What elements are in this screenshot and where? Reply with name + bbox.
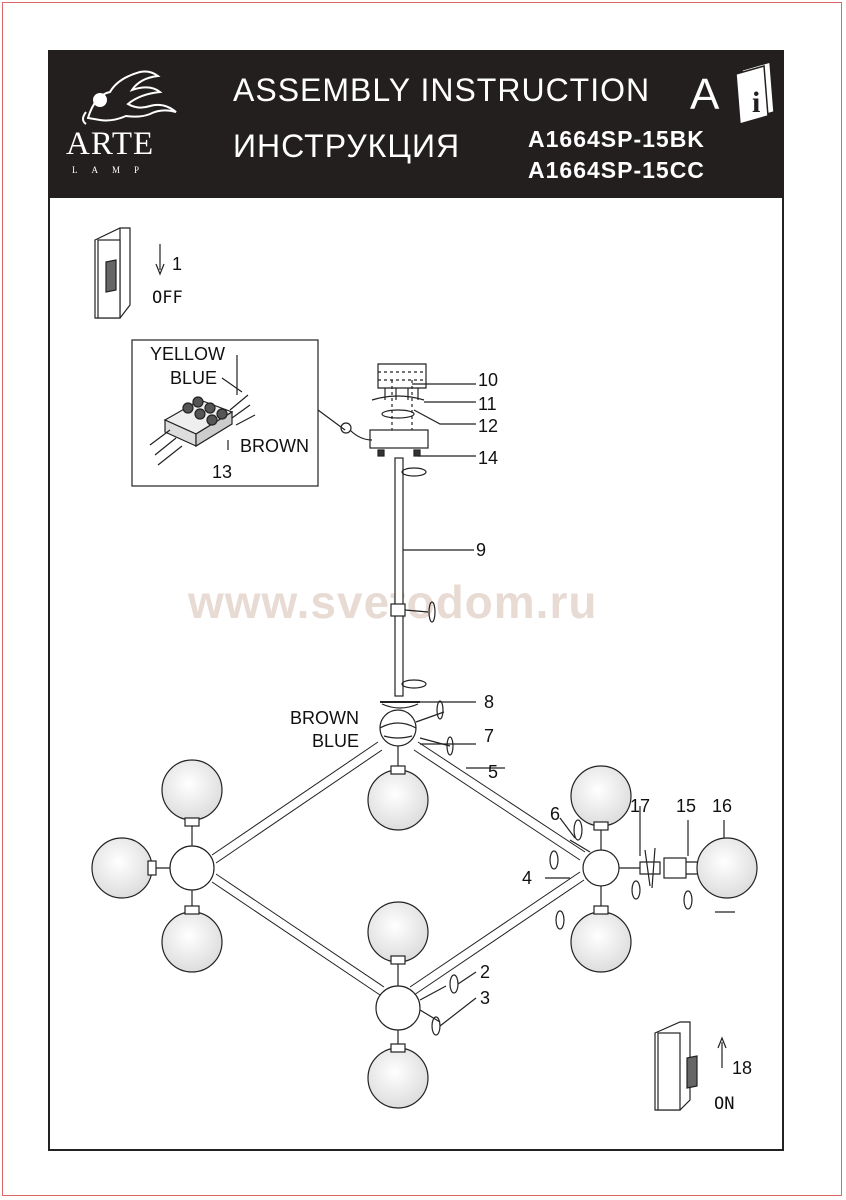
part-5-label: 5 — [488, 762, 499, 782]
title-english: ASSEMBLY INSTRUCTION — [233, 72, 651, 108]
wire-yellow-label: YELLOW — [150, 344, 226, 364]
part-11-label: 11 — [478, 394, 497, 414]
suspension-rod — [394, 457, 404, 697]
watermark: www.svetodom.ru — [188, 576, 598, 628]
arm-rods — [211, 741, 586, 996]
wire-brown-label: BROWN — [240, 436, 309, 456]
right-hub — [582, 849, 620, 887]
a-letter: A — [690, 70, 720, 119]
part-6-label: 6 — [550, 804, 561, 824]
part-12-label: 12 — [478, 416, 499, 436]
title-russian: ИНСТРУКЦИЯ — [233, 128, 461, 164]
hub-blue-label: BLUE — [312, 731, 360, 751]
part-15-label: 15 — [676, 796, 697, 816]
step-off-number: 1 — [172, 254, 183, 274]
glass-globes — [91, 759, 758, 1109]
model-number-2: A1664SP-15CC — [528, 157, 705, 183]
part-9-label: 9 — [476, 540, 487, 560]
terminal-block — [149, 355, 256, 466]
wire-blue-label: BLUE — [170, 368, 218, 388]
lamp-socket — [663, 857, 687, 879]
part-4-label: 4 — [522, 868, 533, 888]
part-8-label: 8 — [484, 692, 495, 712]
step-on-label: ON — [714, 1094, 735, 1114]
part-17-label: 17 — [630, 796, 651, 816]
bottom-hub — [375, 985, 421, 1031]
part-10-label: 10 — [478, 370, 499, 390]
hub-brown-label: BROWN — [290, 708, 359, 728]
left-hub — [169, 845, 215, 891]
brand-subtitle: LAMP — [72, 165, 154, 175]
model-number-1: A1664SP-15BK — [528, 126, 705, 152]
switch-off-icon — [94, 227, 165, 319]
part-14-label: 14 — [478, 448, 499, 468]
central-hub — [379, 709, 417, 747]
step-on-number: 18 — [732, 1058, 753, 1078]
part-3-label: 3 — [480, 988, 491, 1008]
part-16-label: 16 — [712, 796, 733, 816]
switch-on-icon — [654, 1021, 727, 1111]
brand-name: ARTE — [66, 126, 155, 162]
wiring-number: 13 — [212, 462, 233, 482]
step-off-label: OFF — [152, 288, 183, 308]
ceiling-canopy — [369, 429, 429, 449]
part-2-label: 2 — [480, 962, 491, 982]
part-7-label: 7 — [484, 726, 495, 746]
